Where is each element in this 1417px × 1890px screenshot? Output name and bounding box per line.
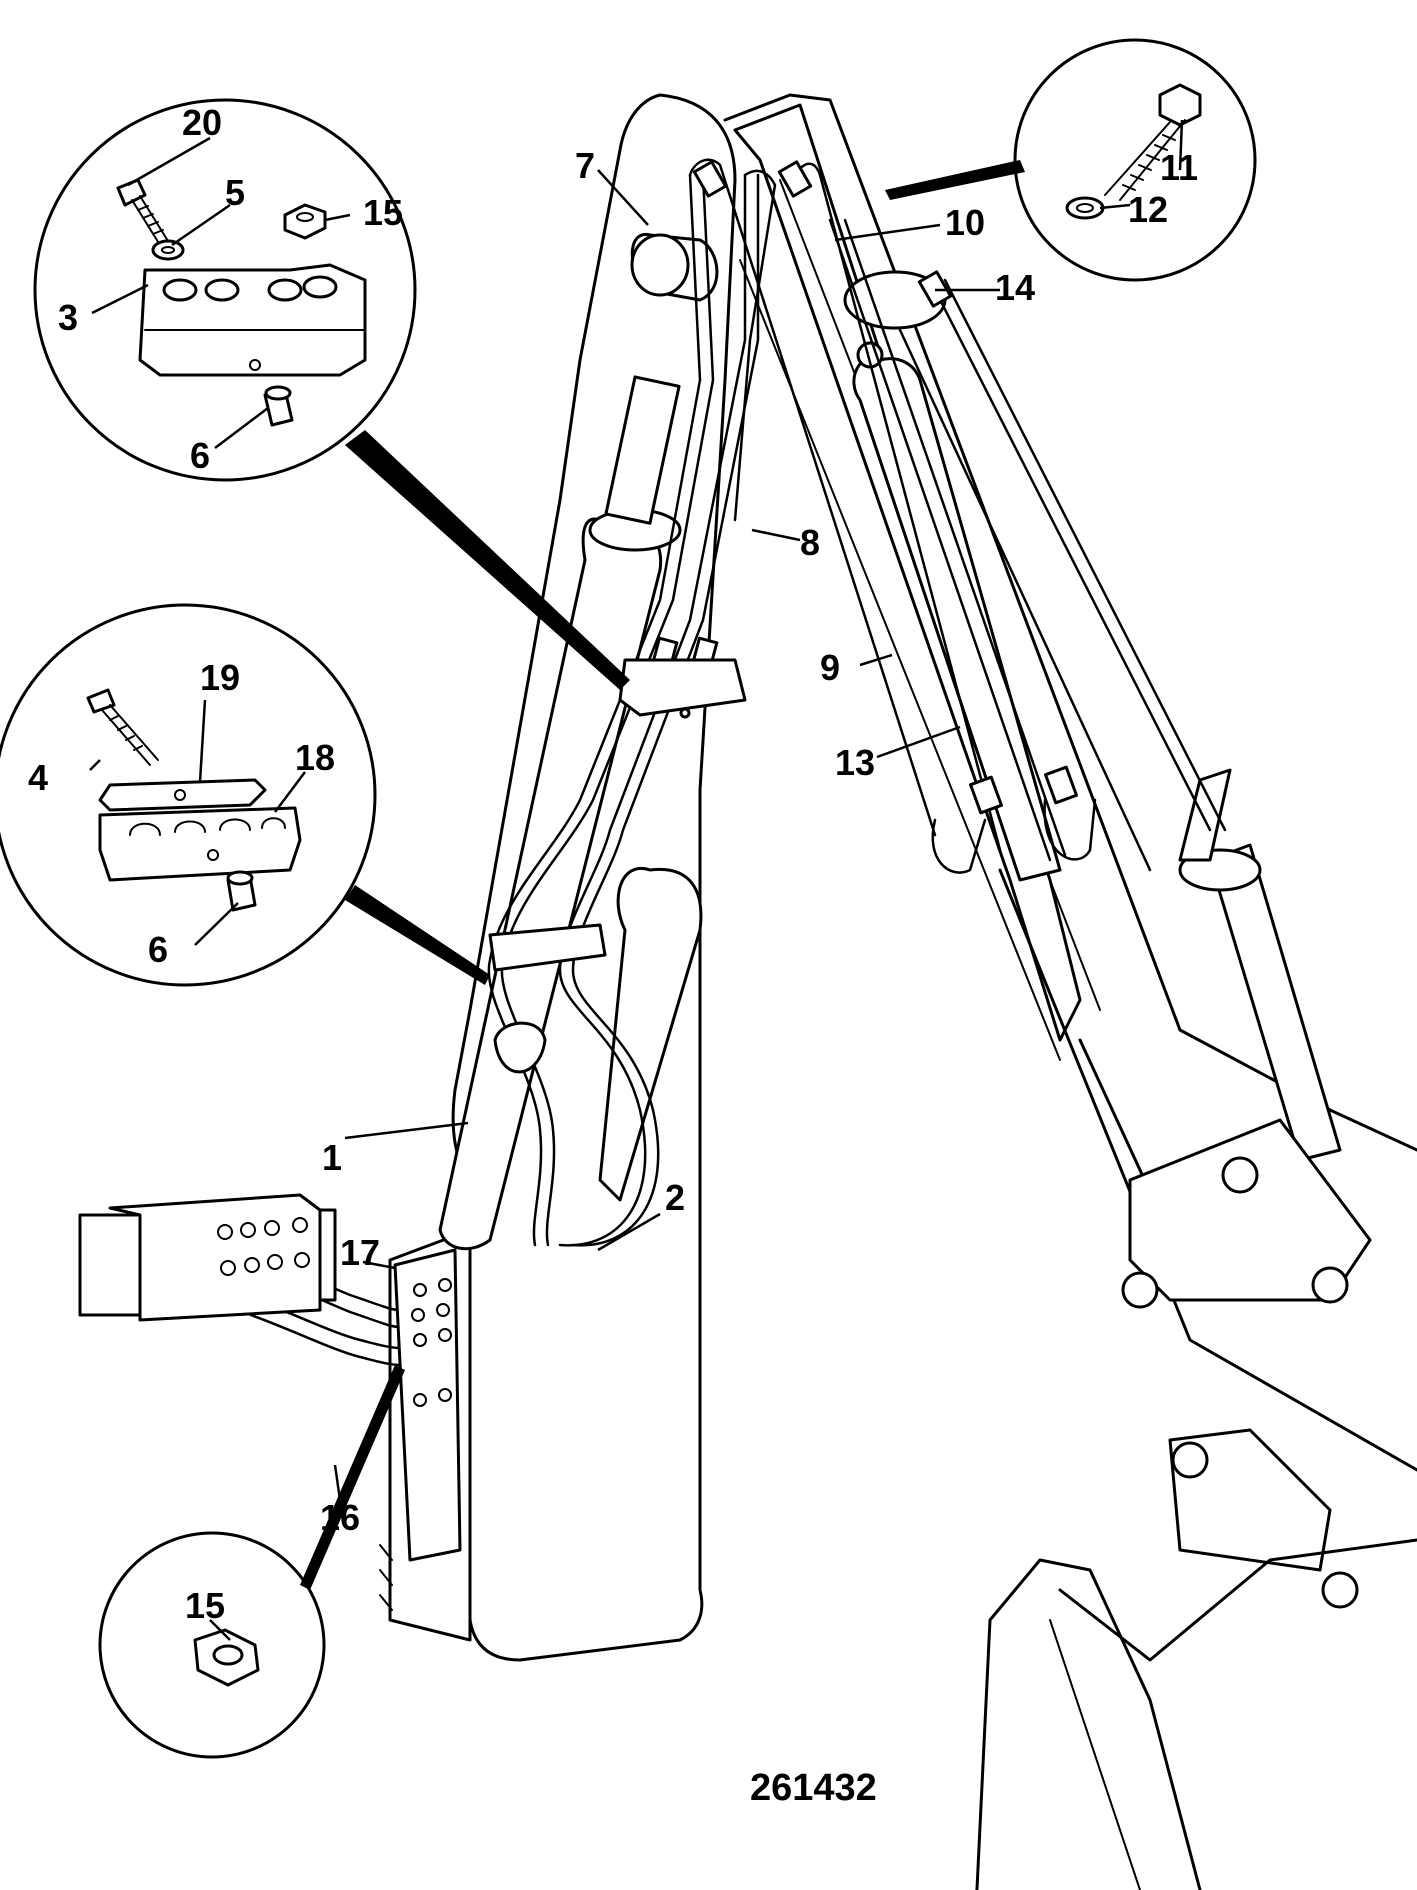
callout-7: 7 <box>575 145 595 186</box>
callout-13: 13 <box>835 742 875 783</box>
callout-4: 4 <box>28 757 48 798</box>
hoses-10-14 <box>692 160 1227 872</box>
detail-circle-nut <box>98 1365 405 1759</box>
boom-foot-bulkhead <box>393 1248 462 1562</box>
callout-2: 2 <box>665 1177 685 1218</box>
callout-5: 5 <box>225 172 245 213</box>
callout-3: 3 <box>58 297 78 338</box>
callout-14: 14 <box>995 267 1035 308</box>
callout-15-nut: 15 <box>185 1585 225 1626</box>
callout-10: 10 <box>945 202 985 243</box>
boom-hose-clamp-upper <box>618 658 747 719</box>
callout-6-detail-b: 6 <box>148 929 168 970</box>
callout-6-detail-a: 6 <box>190 435 210 476</box>
callout-11: 11 <box>1160 147 1198 188</box>
callout-8: 8 <box>800 522 820 563</box>
boom-cylinder <box>438 233 719 1251</box>
callout-labels: 20 5 15 3 6 4 19 18 6 7 8 9 10 13 14 11 … <box>28 102 1198 1809</box>
callout-9: 9 <box>820 647 840 688</box>
figure-id: 261432 <box>750 1767 877 1809</box>
detail-circle-bracket <box>33 98 630 690</box>
callout-20: 20 <box>182 102 222 143</box>
detail-circle-hose-clamp <box>0 603 490 987</box>
dipper-cylinder <box>598 768 1342 1202</box>
callout-19: 19 <box>200 657 240 698</box>
detail-circle-bolt <box>885 38 1257 282</box>
callout-leaders <box>89 119 1184 1641</box>
linkage-plates <box>975 1118 1417 1890</box>
boom-hose-clamp-lower <box>488 923 607 1074</box>
callout-1: 1 <box>322 1137 342 1178</box>
hoses-9-13 <box>828 218 1097 874</box>
callout-15-detail: 15 <box>363 192 403 233</box>
callout-16: 16 <box>320 1497 360 1538</box>
callout-12: 12 <box>1128 189 1168 230</box>
callout-18: 18 <box>295 737 335 778</box>
control-valve-block <box>78 1193 337 1322</box>
hose-1 <box>487 173 715 1247</box>
callout-17: 17 <box>340 1232 380 1273</box>
hose-2 <box>558 173 760 1247</box>
